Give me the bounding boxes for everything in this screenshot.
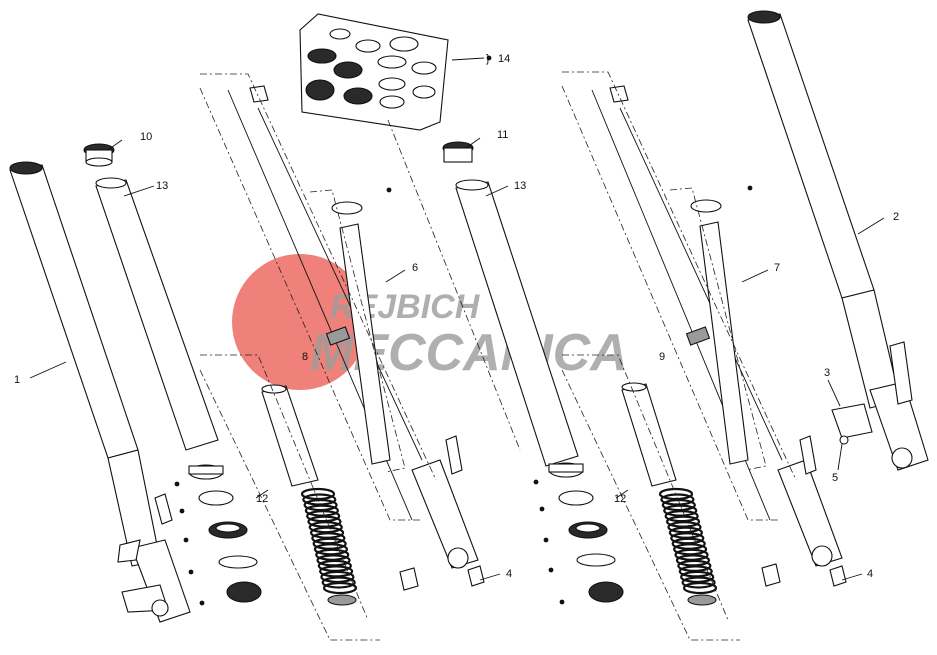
- outer-tube-right: [747, 10, 929, 471]
- inner-tube-right: [455, 179, 579, 467]
- spring-coil: [658, 487, 694, 501]
- inner-tube-left: [95, 177, 219, 451]
- spring-coil: [681, 576, 716, 589]
- callout-bracket: }: [486, 53, 490, 65]
- spring-coil: [667, 521, 702, 534]
- callout-8: 8: [302, 351, 308, 363]
- spring-coil: [302, 493, 337, 506]
- spring-coil: [319, 565, 354, 578]
- callout-9: 9: [659, 351, 665, 363]
- fork-cap-right: [442, 141, 474, 163]
- spring-coil: [308, 521, 343, 534]
- callout-1: 1: [14, 374, 20, 386]
- watermark-circle: [232, 254, 368, 390]
- spring-coil: [303, 498, 338, 512]
- callout-13-right: 13: [514, 180, 526, 192]
- lower-leg-left-2: [399, 435, 485, 591]
- spring-coil: [682, 581, 718, 595]
- callout-10: 10: [140, 131, 152, 143]
- spring-coil: [680, 570, 715, 584]
- callout-11: 11: [497, 129, 508, 141]
- spring-assembly-left: [261, 384, 358, 606]
- callout-labels: 1 2 3 4 4 5 6 7 8 9 10 11 12 12 13 13 } …: [14, 53, 899, 580]
- callout-5: 5: [832, 472, 838, 484]
- spring-coil: [317, 559, 352, 572]
- outer-tube-left: [9, 161, 191, 623]
- damper-assembly-right: [591, 85, 783, 521]
- damper-assembly-left: [227, 85, 423, 521]
- group-frames: [199, 71, 797, 641]
- callout-4-left: 4: [506, 568, 512, 580]
- callout-2: 2: [893, 211, 899, 223]
- leader-lines: [29, 55, 885, 581]
- spring-coil: [675, 554, 711, 567]
- watermark-logo: REJBICH MECCANICA: [232, 254, 628, 390]
- callout-14: 14: [498, 53, 510, 65]
- spring-coil: [316, 554, 351, 567]
- seal-kit-box: [299, 13, 449, 131]
- callout-12-right: 12: [614, 493, 626, 505]
- spring-coil: [321, 576, 356, 589]
- callout-12-left: 12: [256, 493, 268, 505]
- spring-coil: [668, 526, 703, 539]
- spring-coil: [311, 532, 346, 545]
- spring-coil: [674, 548, 709, 561]
- spring-coil: [677, 559, 712, 572]
- spring-coil: [661, 498, 696, 512]
- callout-6: 6: [412, 262, 418, 274]
- spring-assembly-right: [621, 382, 718, 606]
- lower-leg-right-2: [761, 435, 847, 587]
- spring-coil: [670, 532, 705, 545]
- callout-13-left: 13: [156, 180, 168, 192]
- spring-coil: [673, 543, 708, 556]
- spring-coil: [671, 537, 706, 550]
- seal-kit-right: [533, 462, 624, 605]
- seal-kit-left: [174, 464, 262, 606]
- spring-coil: [665, 515, 701, 528]
- spring-coil: [309, 526, 345, 539]
- spring-coil: [312, 537, 347, 550]
- spring-coil: [678, 565, 713, 578]
- spring-coil: [664, 510, 699, 523]
- callout-7: 7: [774, 262, 780, 274]
- spring-coil: [320, 570, 355, 584]
- callout-4-right: 4: [867, 568, 873, 580]
- fork-cap-left: [83, 143, 115, 167]
- spring-coil: [304, 504, 339, 517]
- spring-coil: [663, 504, 698, 517]
- spring-coil: [315, 548, 350, 561]
- spring-coil: [322, 581, 358, 595]
- spring-coil: [313, 543, 349, 556]
- callout-3: 3: [824, 367, 830, 379]
- spring-coil: [307, 515, 342, 528]
- spring-coil: [660, 493, 695, 506]
